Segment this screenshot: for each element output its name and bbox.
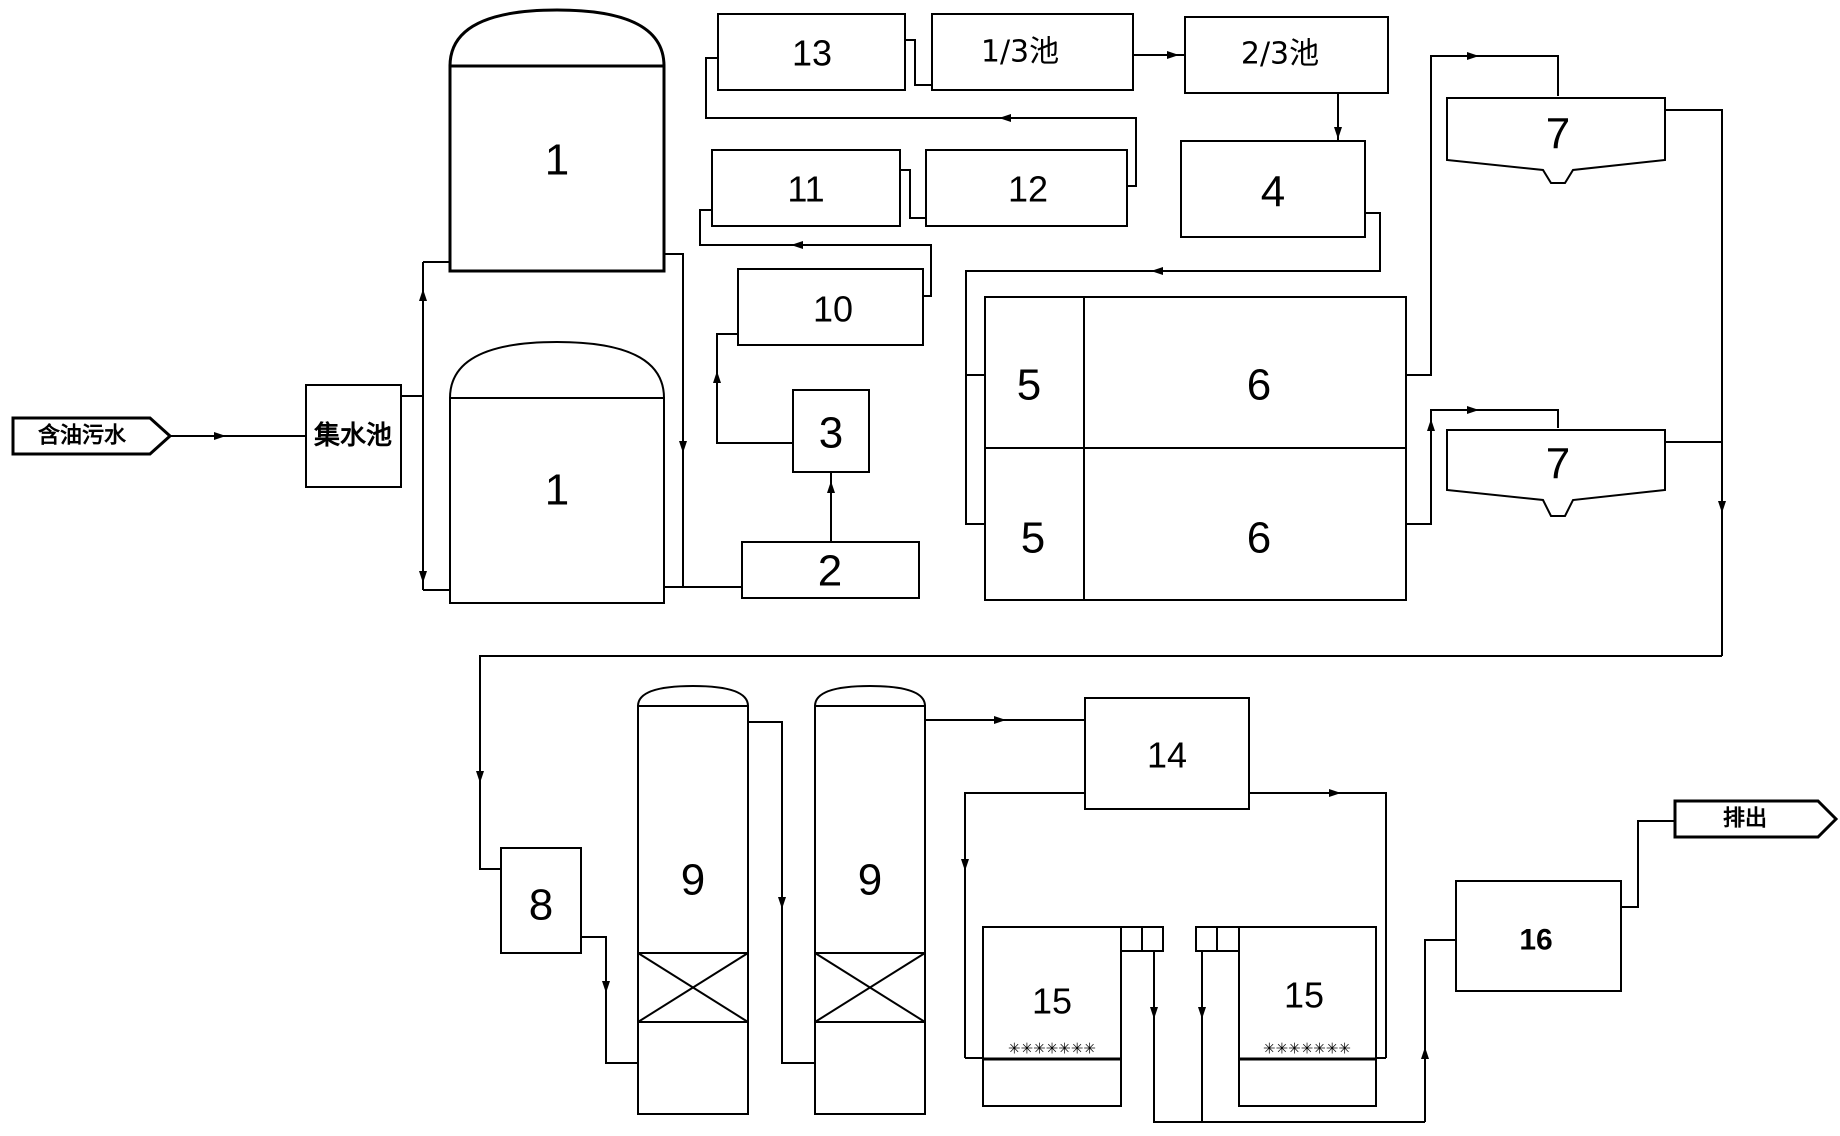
unit-12-label: 12 bbox=[1008, 169, 1048, 210]
outlet-tag: 排出 bbox=[1673, 799, 1839, 839]
tank-15-right: ✳✳✳✳✳✳✳ 15 bbox=[1195, 926, 1377, 1107]
pipe-6-to-7-bottom bbox=[1406, 409, 1559, 525]
unit-10: 10 bbox=[737, 268, 924, 346]
unit-11: 11 bbox=[711, 149, 901, 227]
filter-9-right: 9 bbox=[814, 684, 926, 1115]
pipe-7-outlet bbox=[1665, 109, 1723, 656]
unit-6-top-label: 6 bbox=[1247, 361, 1271, 410]
filter-9-left: 9 bbox=[637, 684, 749, 1115]
pipe-6-to-7-top bbox=[1406, 55, 1559, 376]
tank-1-bottom-label: 1 bbox=[545, 466, 569, 515]
inlet-tag: 含油污水 bbox=[11, 416, 173, 456]
pipe-tank1-to-line bbox=[664, 253, 684, 588]
tank-15-right-label: 15 bbox=[1284, 975, 1324, 1016]
unit-2-label: 2 bbox=[818, 547, 842, 596]
unit-4: 4 bbox=[1180, 140, 1366, 238]
outlet-label: 排出 bbox=[1723, 807, 1767, 832]
pool-one-third-label: 1/3池 bbox=[981, 35, 1059, 70]
diffuser-left: ✳✳✳✳✳✳✳ bbox=[1008, 1041, 1096, 1058]
pipe-14-to-15-left bbox=[964, 792, 1085, 1058]
pipe-11-to-12 bbox=[900, 169, 926, 219]
clarifier-7-top: 7 bbox=[1446, 97, 1666, 184]
diffuser-right: ✳✳✳✳✳✳✳ bbox=[1263, 1041, 1351, 1058]
unit-14-label: 14 bbox=[1147, 735, 1187, 776]
unit-3-label: 3 bbox=[819, 409, 843, 458]
unit-14: 14 bbox=[1084, 697, 1250, 810]
unit-13: 13 bbox=[717, 13, 906, 91]
unit-5-bottom-label: 5 bbox=[1021, 514, 1045, 563]
unit-16-label: 16 bbox=[1519, 924, 1552, 957]
collection-tank-label: 集水池 bbox=[313, 420, 392, 451]
unit-4-label: 4 bbox=[1261, 168, 1285, 217]
pool-one-third: 1/3池 bbox=[931, 13, 1134, 91]
pipe-to-5-bottom bbox=[965, 375, 985, 525]
tank-15-left: ✳✳✳✳✳✳✳ 15 bbox=[982, 926, 1164, 1107]
pipe-8-to-9 bbox=[581, 936, 638, 1064]
pipe-16-to-outlet bbox=[1621, 820, 1675, 908]
pipe-13-to-pool bbox=[905, 39, 932, 86]
pipe-12-to-13 bbox=[705, 57, 1137, 187]
unit-13-label: 13 bbox=[792, 33, 832, 74]
collection-tank: 集水池 bbox=[305, 384, 402, 488]
unit-11-label: 11 bbox=[787, 169, 824, 210]
unit-10-label: 10 bbox=[813, 289, 853, 330]
clarifier-7-bottom: 7 bbox=[1446, 429, 1666, 517]
reactor-5-6: 5 5 6 6 bbox=[984, 296, 1407, 601]
unit-2: 2 bbox=[741, 541, 920, 599]
pipe-14-to-15-right bbox=[1249, 792, 1387, 1058]
tank-1-bottom: 1 bbox=[449, 340, 665, 604]
unit-5-top-label: 5 bbox=[1017, 361, 1041, 410]
unit-16: 16 bbox=[1455, 880, 1622, 992]
unit-3: 3 bbox=[792, 389, 870, 473]
clarifier-7-top-label: 7 bbox=[1546, 110, 1570, 159]
filter-9-right-label: 9 bbox=[858, 856, 882, 905]
tank-1-top: 1 bbox=[448, 8, 666, 273]
pool-two-third: 2/3池 bbox=[1184, 16, 1389, 94]
tank-1-top-label: 1 bbox=[545, 136, 569, 185]
clarifier-7-bottom-label: 7 bbox=[1546, 440, 1570, 489]
unit-6-bottom-label: 6 bbox=[1247, 514, 1271, 563]
tank-15-left-label: 15 bbox=[1032, 981, 1072, 1022]
unit-8: 8 bbox=[500, 847, 582, 954]
pipe-to-16 bbox=[1424, 939, 1456, 1122]
unit-8-label: 8 bbox=[529, 881, 553, 930]
filter-9-left-label: 9 bbox=[681, 856, 705, 905]
unit-12: 12 bbox=[925, 149, 1128, 227]
pipe-3-to-10 bbox=[716, 333, 793, 444]
inlet-label: 含油污水 bbox=[38, 423, 127, 449]
pool-two-third-label: 2/3池 bbox=[1241, 37, 1319, 72]
